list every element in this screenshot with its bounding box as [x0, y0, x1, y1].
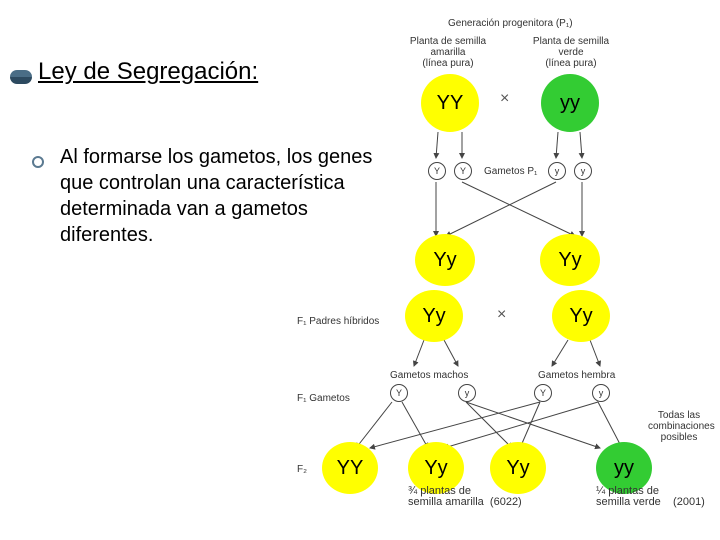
- arrow-f2-8: [597, 401, 623, 449]
- arrow-f2-5: [369, 401, 541, 450]
- arrow-gam-cross-2: [445, 181, 557, 237]
- arrow-f1-left-a: [412, 339, 425, 367]
- parent-right-label: Planta de semilla verde (línea pura): [532, 36, 610, 69]
- male-gametes-label: Gametos machos: [390, 370, 469, 381]
- parent-yy-dominant: YY: [421, 74, 479, 132]
- arrow-f2-7: [443, 401, 599, 450]
- f2-label: F₂: [297, 464, 307, 475]
- arrow-f1-right-a: [551, 339, 569, 367]
- f1-cross-right: Yy: [552, 290, 610, 342]
- yellow-result-label: ¾ plantas de semilla amarilla (6022): [408, 485, 522, 508]
- gamete-male-y: y: [458, 384, 476, 402]
- arrow-p-right-b: [578, 131, 585, 159]
- arrow-f2-1: [355, 401, 393, 449]
- arrow-f1-right-b: [589, 339, 602, 367]
- arrow-p-left-a: [433, 131, 440, 159]
- cross-symbol-f1: ×: [497, 306, 507, 323]
- arrow-f2-6: [519, 401, 541, 449]
- parent-yy-recessive: yy: [541, 74, 599, 132]
- f1-cross-left: Yy: [405, 290, 463, 342]
- parent-left-label: Planta de semilla amarilla (línea pura): [409, 36, 487, 69]
- gamete-p-2: Y: [454, 162, 472, 180]
- gamete-p-4: y: [574, 162, 592, 180]
- all-combinations-label: Todas las combinaciones posibles: [648, 410, 715, 443]
- arrow-p-right-a: [553, 131, 560, 159]
- gamete-female-y: y: [592, 384, 610, 402]
- gamete-p-3: y: [548, 162, 566, 180]
- arrow-gam-cross-1: [461, 181, 576, 237]
- sub-bullet-icon: [32, 156, 44, 168]
- title-bullet-icon: [10, 70, 32, 84]
- bullet-text: Al formarse los gametos, los genes que c…: [60, 146, 373, 246]
- gamete-female-Y: Y: [534, 384, 552, 402]
- f1-gametes-label: F₁ Gametos: [297, 393, 350, 404]
- generation-label: Generación progenitora (P₁): [448, 18, 573, 29]
- arrow-f2-2: [401, 401, 429, 449]
- arrow-f1-left-b: [443, 339, 459, 367]
- f2-offspring-2: Yy: [408, 442, 464, 494]
- gamete-p-1: Y: [428, 162, 446, 180]
- cross-symbol-p: ×: [500, 90, 510, 107]
- f1-parents-label: F₁ Padres híbridos: [297, 316, 380, 327]
- f2-offspring-3: Yy: [490, 442, 546, 494]
- f2-offspring-4: yy: [596, 442, 652, 494]
- arrow-f2-4: [465, 401, 601, 450]
- f2-offspring-1: YY: [322, 442, 378, 494]
- gametes-p1-label: Gametos P₁: [484, 166, 538, 177]
- f1-left-offspring: Yy: [415, 234, 475, 286]
- gamete-male-Y: Y: [390, 384, 408, 402]
- green-result-label: ¼ plantas de semilla verde (2001): [596, 485, 705, 508]
- f1-right-offspring: Yy: [540, 234, 600, 286]
- slide-title: Ley de Segregación:: [38, 58, 259, 85]
- female-gametes-label: Gametos hembra: [538, 370, 616, 381]
- arrow-f2-3: [465, 401, 513, 449]
